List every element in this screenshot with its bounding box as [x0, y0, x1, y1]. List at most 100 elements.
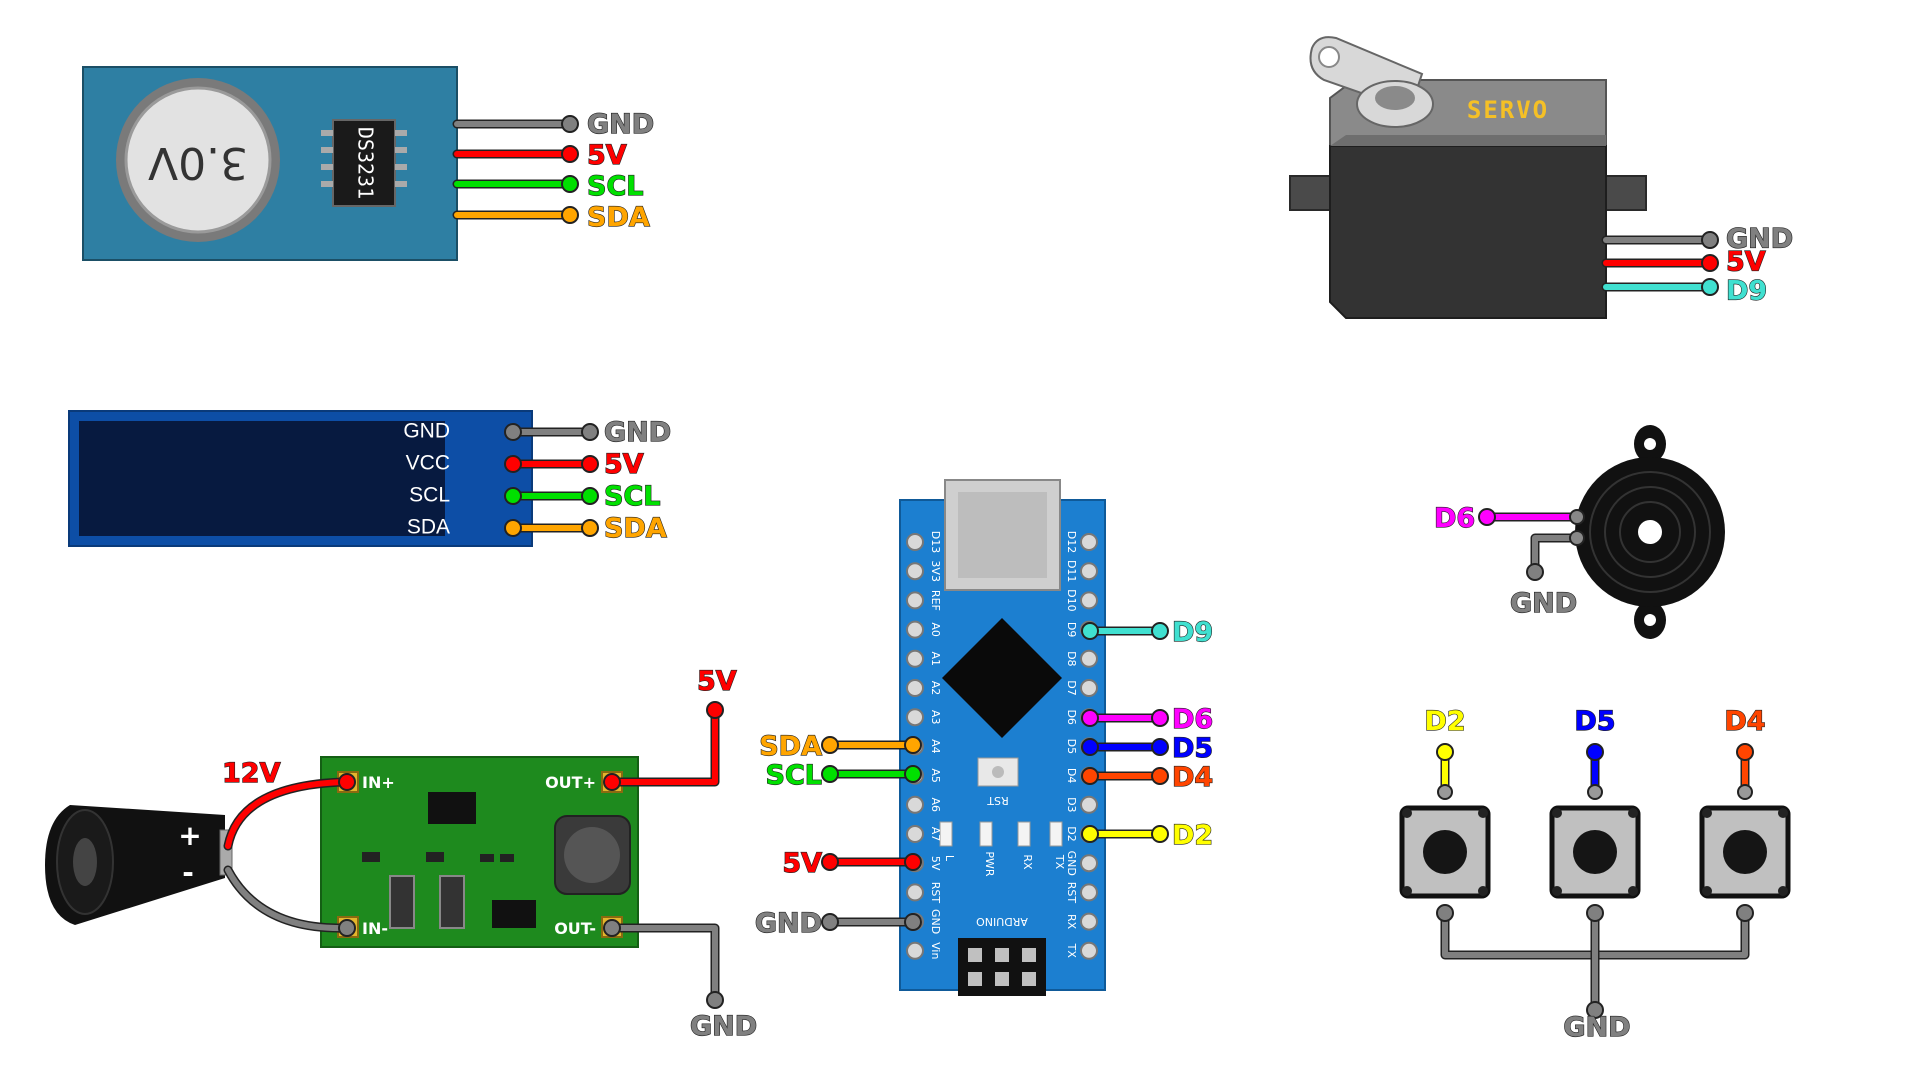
- servo-label-gnd: GND: [1726, 224, 1793, 255]
- nano-pin-label-left-a4: A4: [929, 739, 942, 754]
- nano-pin-right-gnd: [1080, 854, 1098, 873]
- nano-pin-left-a2: [906, 679, 924, 697]
- nano-brand: ARDUINO: [976, 915, 1028, 928]
- nano-pin-left-a6: [906, 795, 924, 814]
- rtc-wire-sda: [452, 206, 579, 224]
- nano-pin-label-left-3v3: 3V3: [929, 560, 942, 582]
- buzzer-label-signal: D6: [1434, 503, 1475, 534]
- nano-pin-label-left-a0: A0: [929, 622, 942, 637]
- push-button-1[interactable]: [1399, 743, 1491, 899]
- servo-horn: [1309, 36, 1434, 128]
- button-2-label: D5: [1574, 706, 1615, 737]
- nano-pin-label-right-d10: D10: [1065, 589, 1078, 611]
- nano-led-pwr: PWR: [983, 851, 996, 877]
- oled-pin-gnd: GND: [403, 420, 450, 443]
- nano-label-d9: D9: [1172, 617, 1213, 648]
- jack-plus-sign: +: [178, 819, 201, 852]
- nano-pin-right-d12: [1080, 533, 1098, 551]
- rtc-module: 3.0V DS3231 GND 5V: [82, 66, 655, 261]
- oled-wire-scl: [504, 487, 599, 505]
- nano-pin-left-vin: [906, 941, 924, 960]
- piezo-buzzer: D6 GND: [1433, 425, 1725, 639]
- nano-pin-label-left-d13: D13: [929, 531, 942, 553]
- push-button-2[interactable]: [1549, 743, 1641, 899]
- converter-label-5v: 5V: [697, 666, 737, 697]
- nano-pin-left-d13: [906, 533, 924, 551]
- nano-pin-right-d7: [1080, 679, 1098, 697]
- rtc-chip: [332, 119, 396, 207]
- push-button-3[interactable]: [1699, 743, 1791, 899]
- nano-pin-label-left-gnd: GND: [929, 909, 942, 934]
- oled-display: GND VCC SCL SDA GND 5V: [68, 410, 672, 547]
- nano-pin-label-right-rx: RX: [1065, 914, 1078, 930]
- nano-pin-left-3v3: [906, 562, 924, 581]
- nano-pin-left-a7: [906, 825, 924, 843]
- nano-wire-d2: [1081, 825, 1169, 843]
- nano-pin-label-right-d4: D4: [1065, 768, 1078, 783]
- servo-wire-signal: [1601, 278, 1719, 296]
- buzzer-wire-signal: [1478, 508, 1585, 526]
- oled-pin-vcc: VCC: [406, 452, 450, 475]
- nano-mcu-chip: [942, 618, 1062, 738]
- converter-wire-5v-out: [603, 701, 724, 791]
- nano-label-sda: SDA: [759, 731, 822, 762]
- jack-minus-sign: -: [182, 856, 194, 889]
- rtc-wire-scl: [452, 175, 579, 193]
- nano-wire-d5: [1081, 738, 1169, 756]
- nano-wire-d4: [1081, 767, 1169, 785]
- arduino-nano: RST L PWR RX TX ARDUINO D133V3REFA0A1A2A…: [754, 479, 1214, 996]
- rtc-wire-gnd: [452, 115, 579, 133]
- rtc-label-5v: 5V: [587, 140, 627, 171]
- buzzer-label-gnd: GND: [1510, 588, 1577, 619]
- servo-label-5v: 5V: [1726, 247, 1766, 278]
- nano-pin-label-left-a1: A1: [929, 652, 942, 667]
- converter-label-12v: 12V: [222, 758, 281, 789]
- nano-pin-label-left-rst: RST: [929, 882, 942, 904]
- oled-wire-vcc: [504, 455, 599, 473]
- nano-icsp-header: [958, 938, 1046, 996]
- servo-body: [1329, 145, 1607, 319]
- oled-label-gnd: GND: [604, 417, 671, 448]
- nano-pin-label-right-d7: D7: [1065, 680, 1078, 695]
- servo-wire-gnd: [1601, 231, 1719, 249]
- nano-wire-d6: [1081, 709, 1169, 727]
- oled-label-scl: SCL: [604, 481, 660, 512]
- nano-pin-left-a0: [906, 620, 924, 639]
- nano-label-scl: SCL: [766, 760, 822, 791]
- nano-pin-label-right-d2: D2: [1065, 826, 1078, 841]
- nano-pin-right-d11: [1080, 562, 1098, 581]
- nano-pin-right-rst: [1080, 883, 1098, 902]
- push-buttons: D2 D5 D4 GND: [1399, 705, 1791, 1044]
- rtc-label-scl: SCL: [587, 171, 643, 202]
- oled-label-sda: SDA: [604, 513, 667, 544]
- nano-label-5v: 5V: [782, 848, 822, 879]
- oled-wire-sda: [504, 519, 599, 537]
- nano-pin-right-d3: [1080, 795, 1098, 814]
- converter-label-gnd: GND: [690, 1011, 757, 1042]
- nano-pin-label-left-a7: A7: [929, 827, 942, 842]
- nano-pin-label-right-d12: D12: [1065, 531, 1078, 553]
- buzzer-wire-gnd: [1526, 530, 1585, 581]
- nano-pin-right-rx: [1080, 912, 1098, 931]
- nano-pin-left-rst: [906, 883, 924, 902]
- servo-label-signal: D9: [1726, 276, 1767, 307]
- nano-label-gnd: GND: [755, 908, 822, 939]
- oled-pin-sda: SDA: [407, 516, 450, 539]
- coin-cell-battery: [124, 86, 272, 234]
- chip-name-text: DS3231: [354, 127, 378, 199]
- button-gnd-label: GND: [1563, 1012, 1630, 1043]
- nano-wire-scl: [821, 765, 922, 783]
- converter-in-plus: IN+: [362, 773, 395, 792]
- nano-pin-label-right-d5: D5: [1065, 739, 1078, 754]
- oled-screen: [79, 421, 445, 536]
- nano-label-d6: D6: [1172, 704, 1213, 735]
- nano-pin-label-right-gnd: GND: [1065, 851, 1078, 876]
- buck-converter: IN+ IN- OUT+ OUT- + -: [45, 665, 758, 1043]
- converter-in-minus: IN-: [362, 919, 388, 938]
- nano-pin-label-left-5v: 5V: [929, 856, 942, 871]
- nano-pin-right-tx: [1080, 941, 1098, 960]
- nano-pin-label-left-a5: A5: [929, 768, 942, 783]
- nano-rst-label: RST: [987, 794, 1009, 807]
- nano-wire-5v: [821, 853, 922, 871]
- nano-pin-right-d8: [1080, 649, 1098, 668]
